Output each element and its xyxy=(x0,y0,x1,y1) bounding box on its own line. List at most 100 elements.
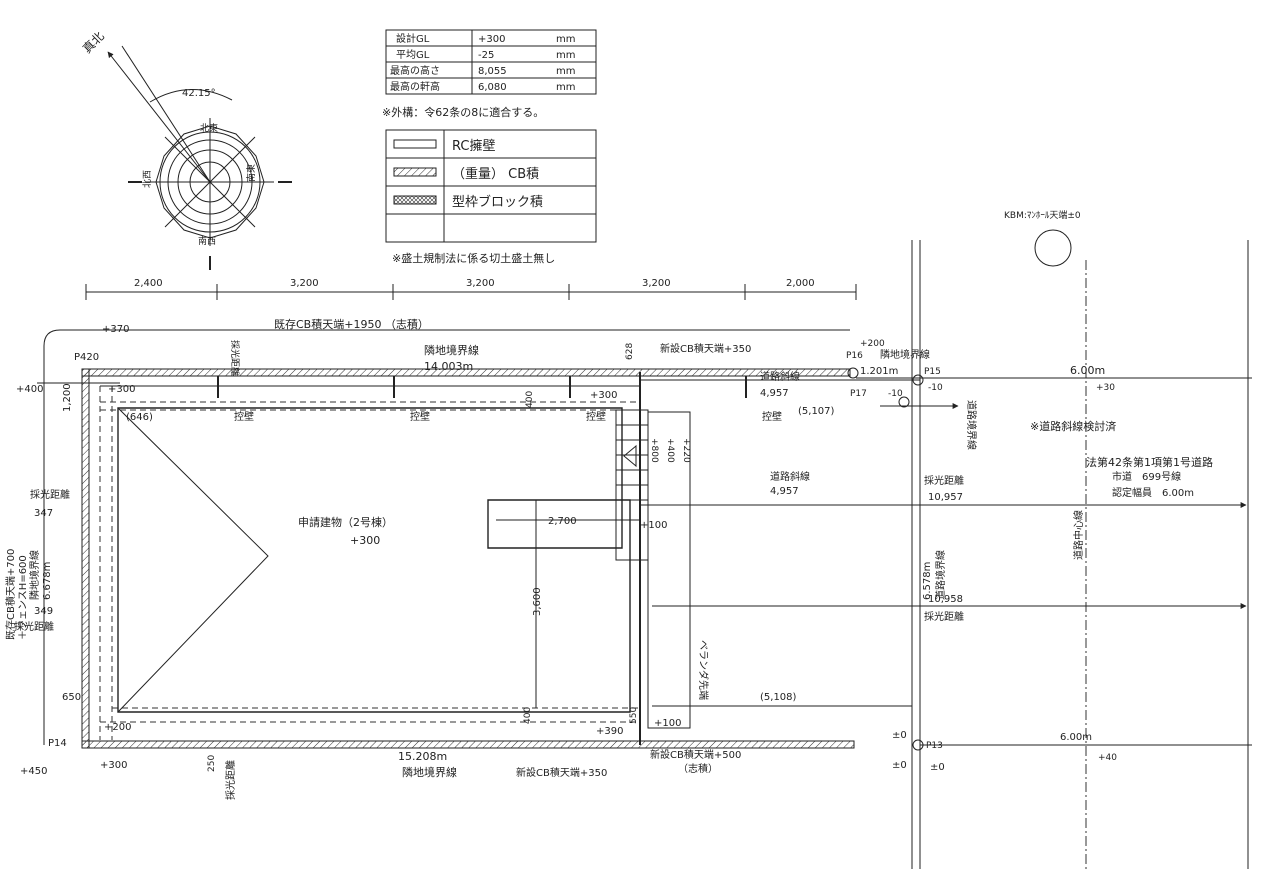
building-outline xyxy=(117,407,691,729)
p15-label: P15 xyxy=(924,367,941,377)
west-boundary-label: 隣地境界線 xyxy=(28,550,41,600)
p420-label: P420 xyxy=(74,352,99,363)
ne-boundary-length: 1.201m xyxy=(860,366,898,377)
p14-label: P14 xyxy=(48,738,67,749)
dim-349: 349 xyxy=(34,606,53,617)
dim-646: (646) xyxy=(126,412,153,423)
level-plus300-s: +300 xyxy=(100,760,127,771)
west-cb-wall xyxy=(81,368,90,749)
p16-label: P16 xyxy=(846,351,863,361)
site-walls xyxy=(37,329,959,751)
west-boundary-length: 6.678m xyxy=(42,562,53,600)
dim-label: 3,200 xyxy=(466,278,495,289)
dim-10958: 10,958 xyxy=(928,594,963,605)
cb-swatch xyxy=(393,167,437,177)
dir-south: 南西 xyxy=(198,235,216,247)
level-plus370: +370 xyxy=(102,324,129,335)
veranda-label: ベランダ先端 xyxy=(697,640,710,700)
daylight-west-2: 採光距離 xyxy=(14,620,54,633)
new-cb-south2: 新設CB積天端+500 xyxy=(650,748,741,761)
level-plus100a: +100 xyxy=(640,520,667,531)
buttress-label: 控壁 xyxy=(762,410,782,423)
dim-550: 550 xyxy=(629,707,639,724)
level-plus40: +40 xyxy=(1098,753,1117,763)
road-boundary-label: 道路境界線 xyxy=(934,550,947,600)
dim-400: 400 xyxy=(525,391,535,408)
dim-label: 2,400 xyxy=(134,278,163,289)
exterior-note: ※外構：令62条の8に適合する。 xyxy=(382,105,544,119)
road-centerline-label: 道路中心線 xyxy=(1072,510,1085,560)
dim-2700: 2,700 xyxy=(548,516,577,527)
west-fence-label: ＋フェンスH=600 xyxy=(18,555,29,640)
north-boundary-label: 隣地境界線 xyxy=(424,343,479,357)
row-unit: mm xyxy=(556,66,575,77)
row-label: 最高の高さ xyxy=(390,64,440,77)
dim-label: 3,200 xyxy=(642,278,671,289)
row-label: 設計GL xyxy=(396,32,430,45)
legend-table: RC擁壁 （重量） CB積 型枠ブロック積 ※盛土規制法に係る切土盛土無し xyxy=(385,129,597,265)
p15-marker xyxy=(912,374,924,386)
legend-label: RC擁壁 xyxy=(452,139,495,154)
south-boundary-label: 隣地境界線 xyxy=(402,765,457,779)
formblock-swatch xyxy=(393,195,437,205)
row-unit: mm xyxy=(556,82,575,93)
kbm-label: KBM:ﾏﾝﾎｰﾙ天端±0 xyxy=(1004,209,1081,221)
legend-label: （重量） CB積 xyxy=(452,166,539,182)
new-cb-south2b: （志積） xyxy=(678,762,718,775)
road-check-note: ※道路斜線検討済 xyxy=(1030,419,1116,433)
p17-label: P17 xyxy=(850,389,867,399)
angle-label: 42.15° xyxy=(182,88,216,99)
dim-1200: 1,200 xyxy=(62,383,73,412)
dir-north: 北東 xyxy=(200,122,218,134)
ne-boundary-label: 隣地境界線 xyxy=(880,348,930,361)
elevation-table: 設計GL +300 mm 平均GL -25 mm 最高の高さ 8,055 mm … xyxy=(382,29,597,119)
road-width-bottom: 6.00m xyxy=(1060,732,1092,743)
true-north-label: 真北 xyxy=(80,29,107,56)
north-boundary-length: 14.003m xyxy=(424,360,473,373)
dim-10957: 10,957 xyxy=(928,492,963,503)
dim-628: 628 xyxy=(625,343,635,360)
rc-wall-swatch xyxy=(393,139,437,149)
level-plus220: +220 xyxy=(681,438,691,463)
veranda xyxy=(647,411,691,729)
dim-5107: (5,107) xyxy=(798,406,835,417)
level-minus10b: -10 xyxy=(888,389,903,399)
row-value: 8,055 xyxy=(478,66,507,77)
p13-label: P13 xyxy=(926,741,943,751)
west-wall-label: 既存CB積天端+700 xyxy=(4,549,17,640)
dim-347: 347 xyxy=(34,508,53,519)
road-diagonal-label-2: 道路斜線 xyxy=(770,470,810,483)
new-cb-north-label: 新設CB積天端+350 xyxy=(660,342,751,355)
row-label: 平均GL xyxy=(396,49,430,61)
buttresses xyxy=(217,376,747,398)
level-plus400: +400 xyxy=(16,384,43,395)
road-boundary-length: 6.578m xyxy=(922,562,933,600)
road-boundary-vertical: 道路境界線 xyxy=(965,400,978,450)
buttress-label: 控壁 xyxy=(234,410,254,423)
daylight-distance-south: 採光距離 xyxy=(224,760,237,800)
new-cb-south1: 新設CB積天端+350 xyxy=(516,766,607,779)
south-boundary-length: 15.208m xyxy=(398,750,447,763)
fill-note: ※盛土規制法に係る切土盛土無し xyxy=(392,251,555,265)
level-zero1: ±0 xyxy=(892,730,907,741)
p17-marker xyxy=(898,396,910,408)
level-plus30: +30 xyxy=(1096,383,1115,393)
road-cert-label: 認定幅員 6.00m xyxy=(1112,486,1194,499)
road-width-top: 6.00m xyxy=(1070,364,1105,377)
manhole-icon xyxy=(1034,229,1072,267)
dim-400b: 400 xyxy=(523,707,533,724)
existing-cb-label: 既存CB積天端+1950 （志積） xyxy=(274,317,429,331)
p16-marker xyxy=(847,367,859,379)
level-plus300: +300 xyxy=(108,384,135,395)
level-minus10a: -10 xyxy=(928,383,943,393)
dir-east: 南東 xyxy=(245,164,257,182)
level-zero3: ±0 xyxy=(930,762,945,773)
buttress-label: 控壁 xyxy=(586,410,606,423)
building-label: 申請建物（2号棟） xyxy=(298,515,393,529)
entrance-triangle-icon xyxy=(623,444,637,468)
daylight-north-vertical: 採光距離 xyxy=(229,340,241,376)
level-zero2: ±0 xyxy=(892,760,907,771)
row-unit: mm xyxy=(556,50,575,61)
row-unit: mm xyxy=(556,34,575,45)
